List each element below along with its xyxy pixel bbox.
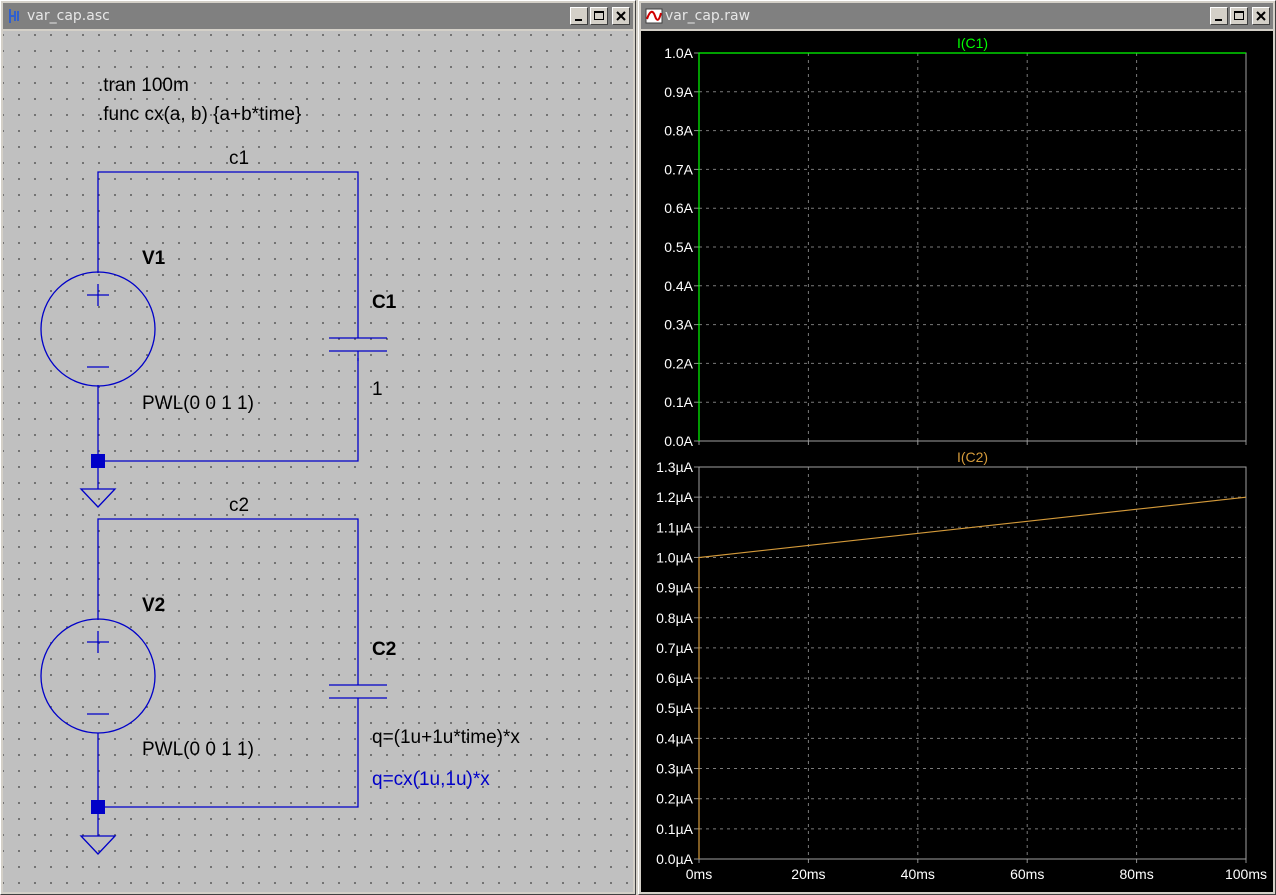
v1-source-symbol xyxy=(40,271,156,387)
y-tick-label: 1.2µA xyxy=(656,489,694,505)
trace-ic1 xyxy=(698,52,1246,441)
net-label-c1[interactable]: c1 xyxy=(229,148,250,169)
v2-value[interactable]: PWL(0 0 1 1) xyxy=(142,739,254,760)
ground-symbol-2 xyxy=(79,835,117,855)
y-tick-label: 0.8A xyxy=(664,123,693,139)
y-tick-label: 0.9µA xyxy=(656,580,694,596)
waveform-plots[interactable]: I(C1) 0.0A 0.1A 0.2A 0.3A 0.4A 0.5A 0.6A 0.7A 0.8… xyxy=(641,31,1273,892)
maximize-icon xyxy=(1234,11,1244,20)
y-tick-label: 0.2µA xyxy=(656,791,694,807)
schematic-window-title: var_cap.asc xyxy=(27,8,110,24)
y-tick-label: 0.6µA xyxy=(656,670,694,686)
minimize-icon xyxy=(1215,19,1222,21)
c2-name[interactable]: C2 xyxy=(372,639,397,660)
wire-c2-bottom xyxy=(98,698,359,808)
schematic-drawing xyxy=(40,171,387,855)
v1-value[interactable]: PWL(0 0 1 1) xyxy=(142,393,254,414)
close-icon xyxy=(616,11,626,21)
close-button[interactable] xyxy=(612,7,630,25)
x-tick-label: 100ms xyxy=(1225,866,1267,882)
trace-ic2 xyxy=(698,496,1247,859)
y-tick-label: 0.2A xyxy=(664,355,693,371)
x-tick-label: 80ms xyxy=(1119,866,1153,882)
x-tick-label: 0ms xyxy=(686,866,712,882)
x-tick-label: 20ms xyxy=(791,866,825,882)
plot-title-2: I(C2) xyxy=(957,449,988,465)
plot-title-1: I(C1) xyxy=(957,35,988,51)
waveform-app-icon xyxy=(645,8,663,24)
close-button[interactable] xyxy=(1252,7,1270,25)
waveform-plot-area[interactable]: I(C1) 0.0A 0.1A 0.2A 0.3A 0.4A 0.5A 0.6A 0.7A 0.8… xyxy=(641,31,1273,892)
maximize-icon xyxy=(594,11,604,20)
v2-name[interactable]: V2 xyxy=(142,595,166,616)
maximize-button[interactable] xyxy=(1230,7,1248,25)
y-tick-label: 0.1A xyxy=(664,394,693,410)
minimize-button[interactable] xyxy=(570,7,588,25)
y-tick-label: 0.8µA xyxy=(656,610,694,626)
plot-frame-2 xyxy=(698,466,1247,860)
schematic-window: var_cap.asc xyxy=(0,0,636,895)
v2-source-symbol xyxy=(40,618,156,734)
y-tick-label: 0.0µA xyxy=(656,851,694,867)
c2-value[interactable]: q=(1u+1u*time)*x xyxy=(372,727,520,748)
y-tick-label: 1.0A xyxy=(664,45,693,61)
y-tick-label: 1.0µA xyxy=(656,549,694,565)
close-icon xyxy=(1256,11,1266,21)
wire-bottom-left xyxy=(97,518,359,685)
minimize-button[interactable] xyxy=(1210,7,1228,25)
schematic-canvas[interactable]: .tran 100m .func cx(a, b) {a+b*time} c1 … xyxy=(3,31,633,892)
waveform-titlebar[interactable]: var_cap.raw xyxy=(641,3,1273,29)
y-tick-label: 0.6A xyxy=(664,200,693,216)
net-label-c2[interactable]: c2 xyxy=(229,495,250,516)
c1-name[interactable]: C1 xyxy=(372,292,397,313)
directive-func[interactable]: .func cx(a, b) {a+b*time} xyxy=(98,104,302,125)
v1-name[interactable]: V1 xyxy=(142,248,166,269)
y-tick-label: 0.9A xyxy=(664,84,693,100)
maximize-button[interactable] xyxy=(590,7,608,25)
y-tick-label: 0.3µA xyxy=(656,761,694,777)
y-tick-label: 0.0A xyxy=(664,433,693,449)
ground-node-2 xyxy=(91,800,105,814)
x-tick-label: 60ms xyxy=(1010,866,1044,882)
wire-top-left xyxy=(97,171,359,338)
waveform-window-title: var_cap.raw xyxy=(665,8,751,24)
ground-symbol-1 xyxy=(79,488,117,508)
ground-node-1 xyxy=(91,454,105,468)
y-tick-label: 0.5A xyxy=(664,239,693,255)
y-tick-label: 0.7µA xyxy=(656,640,694,656)
y-tick-label: 0.4µA xyxy=(656,730,694,746)
y-tick-label: 0.1µA xyxy=(656,821,694,837)
x-tick-label: 40ms xyxy=(901,866,935,882)
y-tick-label: 1.3µA xyxy=(656,459,694,475)
y-tick-label: 0.4A xyxy=(664,278,693,294)
y-tick-label: 0.3A xyxy=(664,317,693,333)
waveform-window: var_cap.raw I(C1) 0.0A 0.1A 0.2A 0.3A 0.4A 0.5… xyxy=(638,0,1276,895)
schematic-app-icon xyxy=(9,9,19,23)
c2-value-blue[interactable]: q=cx(1u,1u)*x xyxy=(372,769,490,790)
c1-value[interactable]: 1 xyxy=(372,379,383,400)
directive-tran[interactable]: .tran 100m xyxy=(98,75,189,96)
y-tick-label: 1.1µA xyxy=(656,519,694,535)
schematic-titlebar[interactable]: var_cap.asc xyxy=(3,3,633,29)
y-tick-label: 0.7A xyxy=(664,161,693,177)
y-tick-label: 0.5µA xyxy=(656,700,694,716)
wire-c1-bottom xyxy=(98,358,359,462)
minimize-icon xyxy=(575,19,582,21)
